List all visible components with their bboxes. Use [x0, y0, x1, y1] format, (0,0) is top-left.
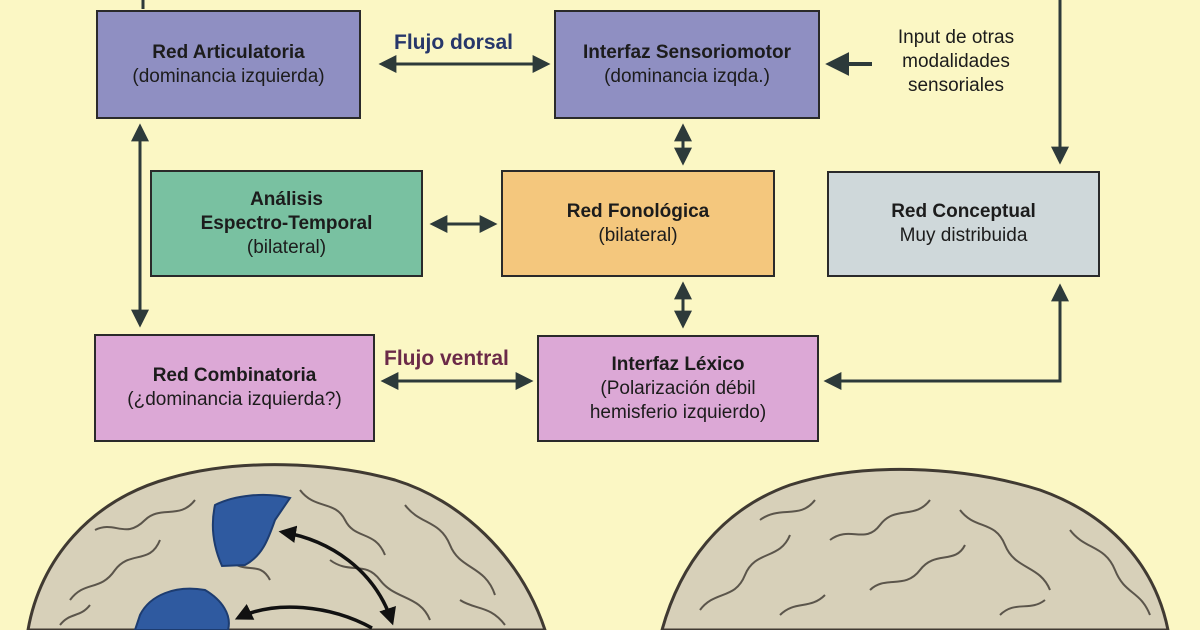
input-label-line2: modalidades	[902, 51, 1010, 72]
red-combinatoria-subtitle: (¿dominancia izquierda?)	[127, 389, 342, 410]
red-combinatoria-title: Red Combinatoria	[152, 365, 317, 386]
interfaz-lexico-subtitle-line2: hemisferio izquierdo)	[589, 401, 767, 423]
red-articulatoria-title: Red Articulatoria	[152, 41, 305, 63]
interfaz-sensoriomotor-subtitle: (dominancia izqda.)	[604, 65, 770, 87]
frontal-highlighted-region	[211, 493, 292, 568]
input-modalidades-label: Input de otras modalidades sensoriales	[872, 26, 1040, 98]
inferior-frontal-highlighted-region	[133, 587, 230, 630]
red-fonologica-box: Red Fonológica (bilateral)	[501, 170, 775, 277]
left-hemisphere-brain	[26, 463, 547, 630]
input-label-line3: sensoriales	[907, 75, 1005, 96]
interfaz-lexico-title: Interfaz Léxico	[611, 353, 745, 375]
interfaz-sensoriomotor-title: Interfaz Sensoriomotor	[583, 41, 791, 63]
red-conceptual-box: Red Conceptual Muy distribuida	[827, 171, 1100, 277]
flujo-dorsal-label: Flujo dorsal	[394, 31, 514, 54]
interfaz-lexico-box: Interfaz Léxico (Polarización débil hemi…	[537, 335, 819, 442]
interfaz-lexico-subtitle-line1: (Polarización débil	[600, 377, 756, 399]
red-conceptual-title: Red Conceptual	[891, 201, 1036, 222]
input-label-line1: Input de otras	[897, 27, 1015, 48]
red-articulatoria-box: Red Articulatoria (dominancia izquierda)	[96, 10, 361, 119]
analisis-subtitle: (bilateral)	[246, 236, 327, 258]
conceptual-lexical-arrow	[823, 283, 1069, 390]
red-articulatoria-subtitle: (dominancia izquierda)	[132, 65, 325, 87]
analisis-espectro-temporal-box: Análisis Espectro-Temporal (bilateral)	[150, 170, 423, 277]
right-hemisphere-brain	[660, 467, 1170, 630]
red-conceptual-subtitle: Muy distribuida	[899, 225, 1028, 246]
red-fonologica-subtitle: (bilateral)	[598, 224, 678, 246]
analisis-title-line1: Análisis	[250, 188, 323, 210]
analisis-title-line2: Espectro-Temporal	[200, 212, 373, 234]
red-fonologica-title: Red Fonológica	[566, 200, 710, 222]
red-combinatoria-box: Red Combinatoria (¿dominancia izquierda?…	[94, 334, 375, 442]
interfaz-sensoriomotor-box: Interfaz Sensoriomotor (dominancia izqda…	[554, 10, 820, 119]
flujo-ventral-label: Flujo ventral	[384, 347, 509, 370]
